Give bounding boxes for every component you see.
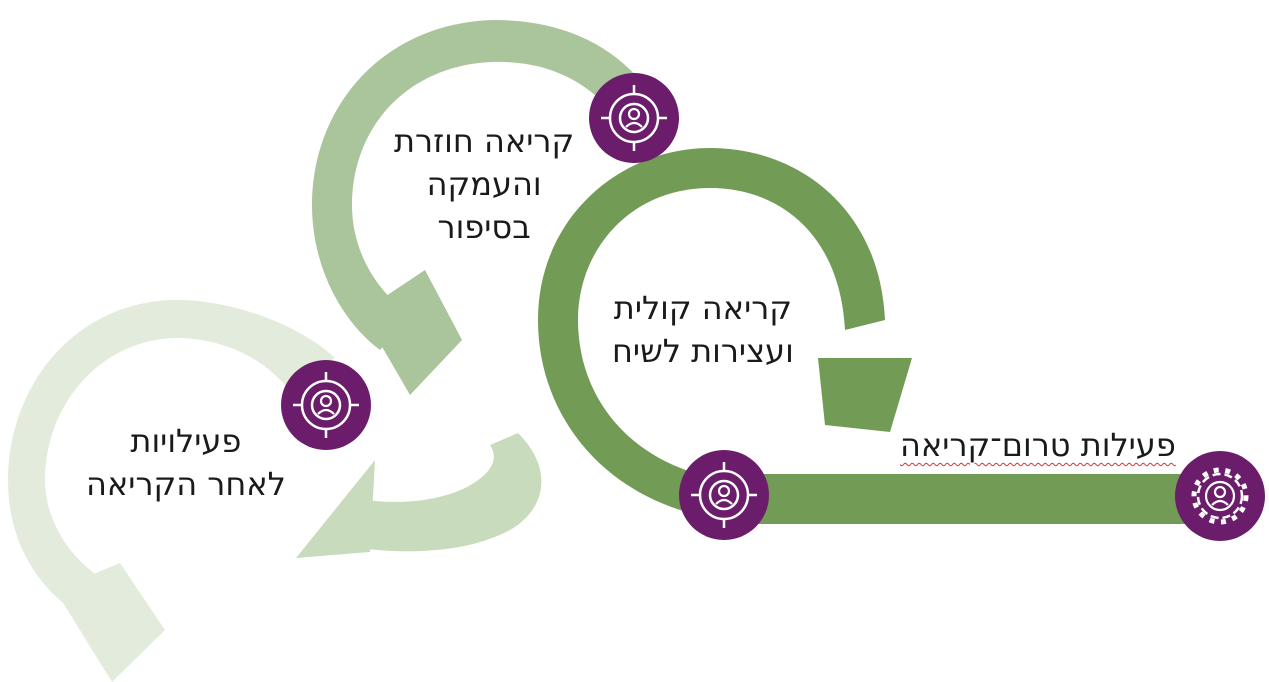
post-reading-label-line-1: פעילויות xyxy=(130,422,242,460)
target-person-icon xyxy=(281,360,371,450)
repeat-reading-arrowhead xyxy=(362,270,462,395)
post-reading-label-line-2: לאחר הקריאה xyxy=(86,465,286,503)
repeat-reading-label: קריאה חוזרת והעמקה בסיפור xyxy=(394,120,574,249)
repeat-reading-label-line-1: קריאה חוזרת xyxy=(394,122,575,160)
aloud-reading-arrowhead xyxy=(818,358,912,432)
aloud-reading-label-line-1: קריאה קולית xyxy=(613,289,792,327)
target-person-icon xyxy=(589,73,679,163)
post-reading-label: פעילויות לאחר הקריאה xyxy=(86,420,286,506)
aloud-reading-label-line-2: ועצירות לשיח xyxy=(612,332,794,370)
post-reading-arc xyxy=(360,433,542,552)
repeat-reading-label-line-2: והעמקה xyxy=(426,165,542,203)
target-person-icon xyxy=(679,450,769,540)
pre-reading-bar xyxy=(725,474,1215,524)
gear-person-icon xyxy=(1175,451,1265,541)
aloud-reading-label: קריאה קולית ועצירות לשיח xyxy=(612,287,794,373)
pre-reading-label: פעילות טרום־קריאה xyxy=(900,424,1176,467)
post-reading-arrowhead xyxy=(296,460,375,558)
repeat-reading-label-line-3: בסיפור xyxy=(437,208,531,246)
post-reading-arrowhead-outer xyxy=(55,563,165,682)
pre-reading-label-line: פעילות טרום־קריאה xyxy=(900,426,1176,464)
repeat-reading-arc xyxy=(312,20,640,350)
